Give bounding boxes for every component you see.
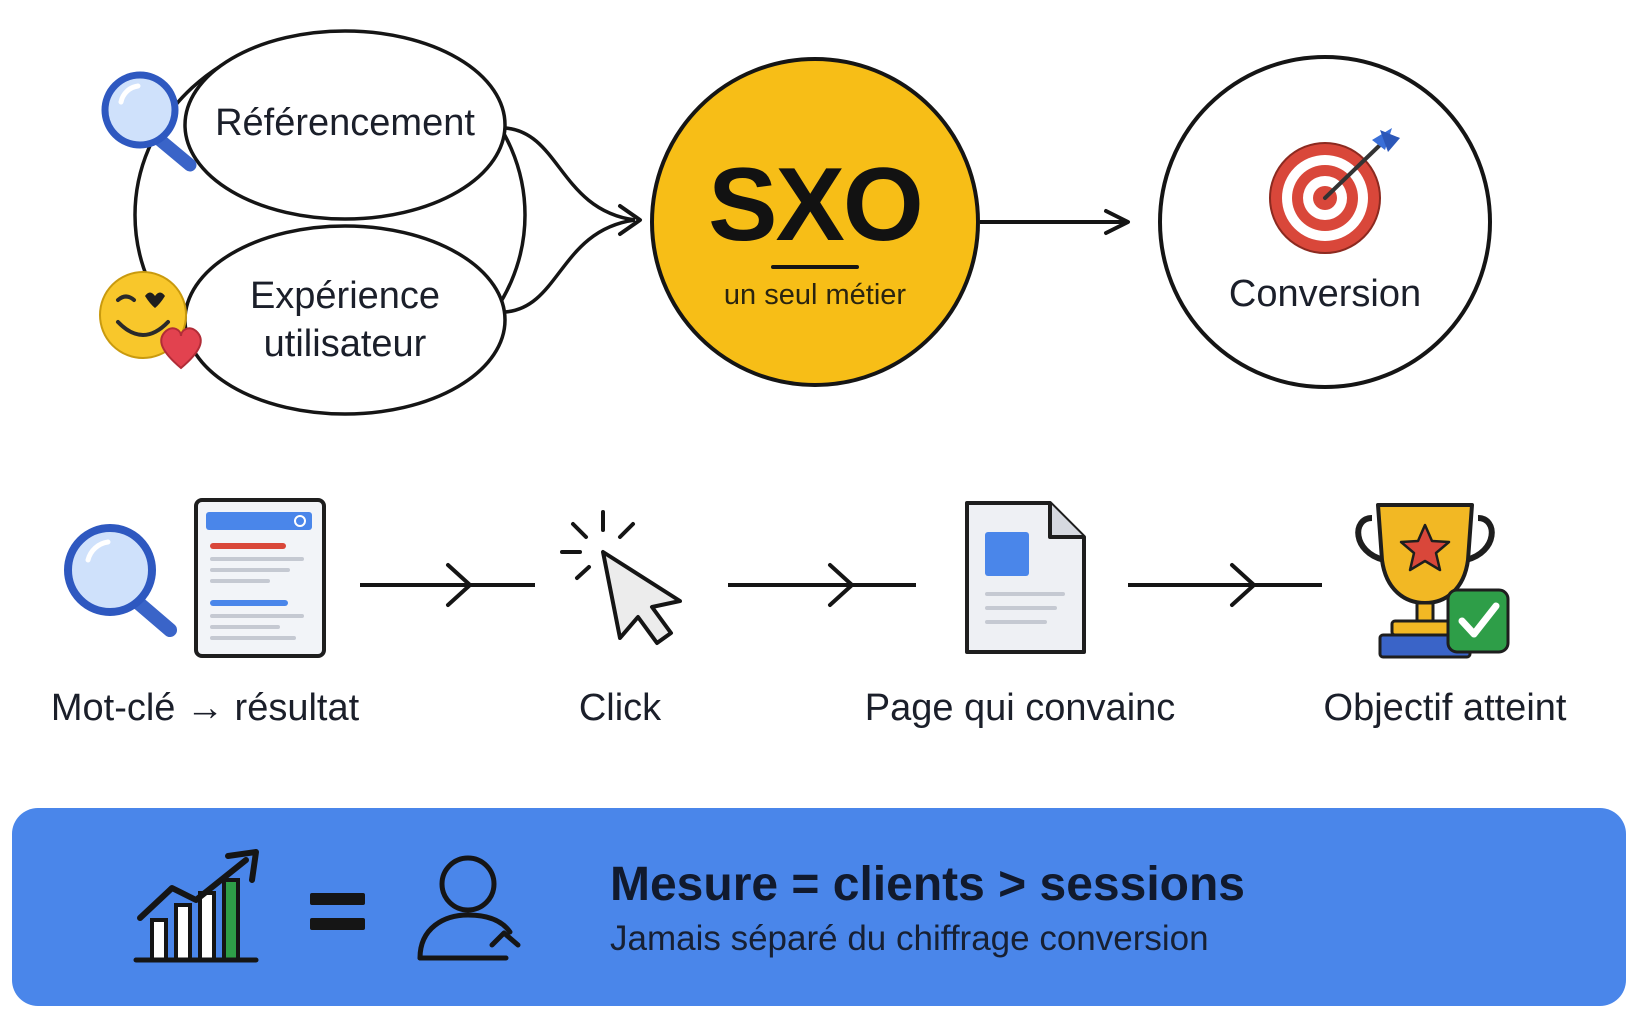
trophy-icon xyxy=(1355,503,1495,659)
heart-icon xyxy=(160,327,202,370)
step-label-keyword-result: Mot-clé → résultat xyxy=(50,687,360,729)
experience-label-line1: Expérience xyxy=(249,275,441,317)
referencement-ellipse xyxy=(183,29,507,221)
measure-banner xyxy=(12,808,1626,1006)
step-arrowhead-2 xyxy=(828,563,854,607)
sxo-circle xyxy=(650,57,980,387)
document-page-icon xyxy=(965,501,1086,654)
banner-subtitle: Jamais séparé du chiffrage conversion xyxy=(610,919,1209,958)
merge-arrowhead xyxy=(618,204,642,236)
referencement-label: Référencement xyxy=(215,102,475,144)
step-arrowhead-3 xyxy=(1230,563,1256,607)
target-icon xyxy=(1269,128,1400,254)
experience-label-line2: utilisateur xyxy=(263,323,427,365)
step-label-click: Click xyxy=(578,687,662,729)
conversion-label: Conversion xyxy=(1228,273,1422,315)
merge-curve-bottom xyxy=(504,218,636,314)
search-results-page-icon xyxy=(194,498,326,658)
check-badge-icon xyxy=(1446,588,1510,654)
step-arrowhead-1 xyxy=(446,563,472,607)
step-label-page: Page qui convainc xyxy=(864,687,1176,729)
magnifier-icon xyxy=(101,71,197,172)
sxo-title: SXO xyxy=(708,147,924,263)
cursor-click-icon xyxy=(560,510,682,645)
step-label-objective: Objectif atteint xyxy=(1323,687,1567,729)
merge-curve-top xyxy=(504,126,636,222)
sxo-subtitle: un seul métier xyxy=(723,279,907,311)
step-magnifier-icon xyxy=(64,524,177,637)
banner-title: Mesure = clients > sessions xyxy=(610,858,1245,911)
